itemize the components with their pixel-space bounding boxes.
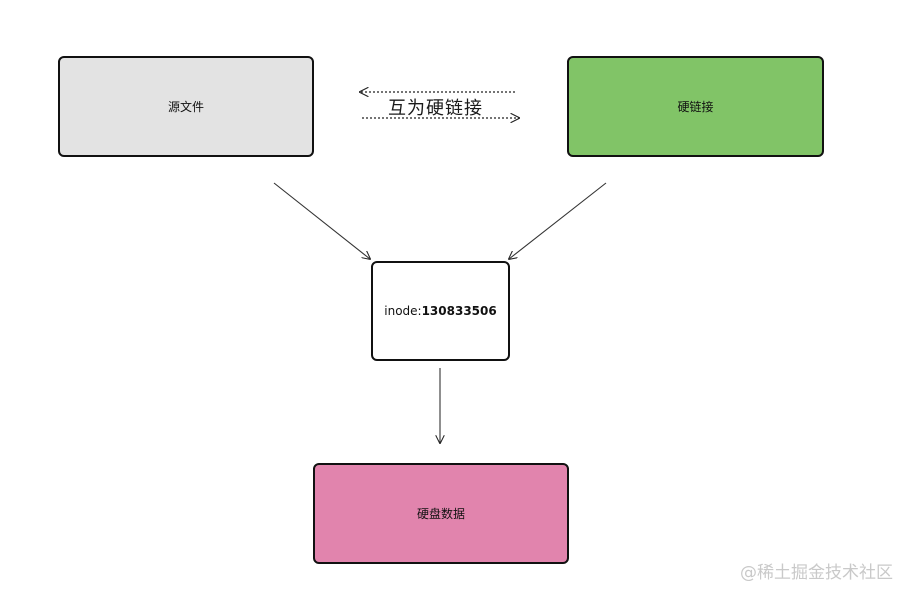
inode-number: 130833506 [421, 304, 497, 318]
arrow-source-to-inode [273, 182, 370, 259]
hard-link-node: 硬链接 [567, 56, 824, 157]
mutual-hardlink-label: 互为硬链接 [388, 98, 483, 119]
inode-prefix: inode: [384, 304, 422, 318]
hard-link-label: 硬链接 [677, 100, 714, 114]
inode-label: inode:130833506 [384, 304, 496, 318]
disk-data-node: 硬盘数据 [313, 463, 569, 564]
source-file-label: 源文件 [167, 100, 204, 114]
source-file-node: 源文件 [58, 56, 314, 157]
arrow-hardlink-to-inode [509, 182, 607, 259]
inode-node: inode:130833506 [371, 261, 510, 361]
watermark: @稀土掘金技术社区 [740, 563, 893, 583]
disk-data-label: 硬盘数据 [416, 507, 465, 521]
